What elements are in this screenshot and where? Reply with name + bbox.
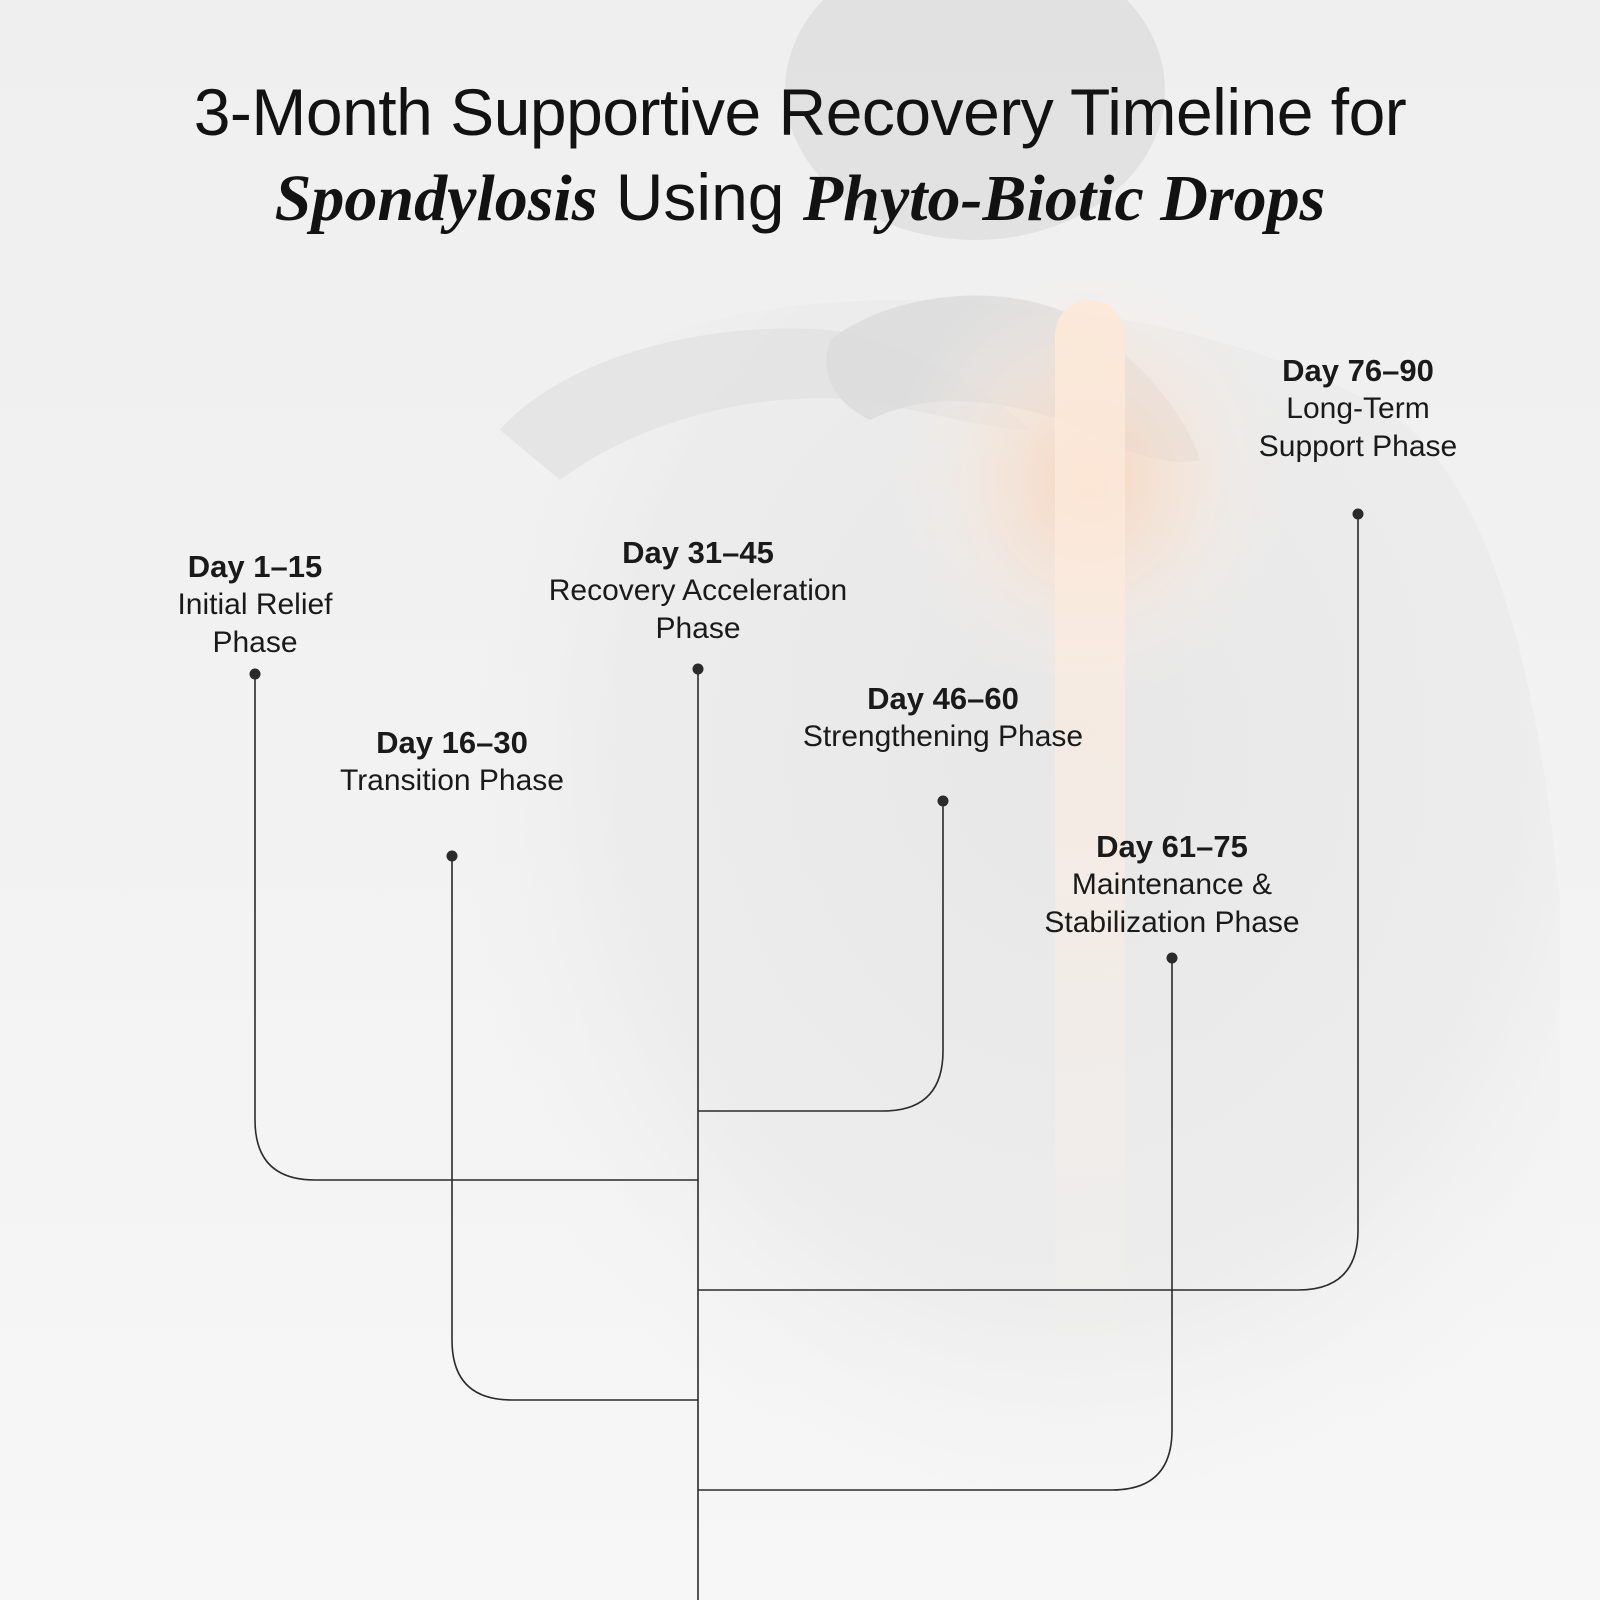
phase-name: Transition Phase — [339, 764, 564, 797]
connector-phase-2 — [451, 856, 698, 1401]
phase-6-label: Day 76–90 Long-Term Support Phase — [1208, 352, 1508, 466]
dot-phase-2 — [446, 850, 458, 862]
title-line-2: Spondylosis Using Phyto-Biotic Drops — [0, 152, 1600, 244]
phase-day: Day 31–45 — [622, 535, 774, 570]
phase-day: Day 46–60 — [867, 681, 1019, 716]
dot-phase-1 — [249, 668, 261, 680]
phase-day: Day 16–30 — [376, 725, 528, 760]
connector-phase-4 — [698, 801, 944, 1112]
title-spondylosis: Spondylosis — [274, 162, 598, 235]
phase-1-label: Day 1–15 Initial Relief Phase — [105, 548, 405, 662]
phase-day: Day 76–90 — [1282, 353, 1434, 388]
phase-day: Day 61–75 — [1096, 829, 1248, 864]
dot-phase-6 — [1352, 508, 1364, 520]
dot-phase-3 — [692, 663, 704, 675]
title-phyto-biotic-drops: Phyto-Biotic Drops — [802, 162, 1326, 235]
connector-phase-5 — [698, 958, 1173, 1491]
title-line-1: 3-Month Supportive Recovery Timeline for — [193, 75, 1407, 149]
phase-name: Phase — [655, 612, 741, 645]
phase-name: Phase — [212, 626, 298, 659]
phase-5-label: Day 61–75 Maintenance & Stabilization Ph… — [992, 828, 1352, 942]
phase-name: Maintenance & — [1071, 868, 1273, 901]
phase-4-label: Day 46–60 Strengthening Phase — [758, 680, 1128, 756]
title-using: Using — [615, 160, 785, 234]
phase-day: Day 1–15 — [187, 549, 323, 584]
phase-name: Support Phase — [1258, 430, 1458, 463]
page-title: 3-Month Supportive Recovery Timeline for… — [0, 72, 1600, 244]
dot-phase-5 — [1166, 952, 1178, 964]
phase-3-label: Day 31–45 Recovery Acceleration Phase — [498, 534, 898, 648]
phase-name: Stabilization Phase — [1044, 906, 1300, 939]
connector-phase-6 — [698, 514, 1359, 1291]
phase-2-label: Day 16–30 Transition Phase — [292, 724, 612, 800]
dot-phase-4 — [937, 795, 949, 807]
phase-name: Long-Term — [1286, 392, 1430, 425]
phase-name: Recovery Acceleration — [548, 574, 848, 607]
phase-name: Strengthening Phase — [802, 720, 1084, 753]
phase-name: Initial Relief — [177, 588, 333, 621]
connector-phase-1 — [254, 674, 698, 1181]
